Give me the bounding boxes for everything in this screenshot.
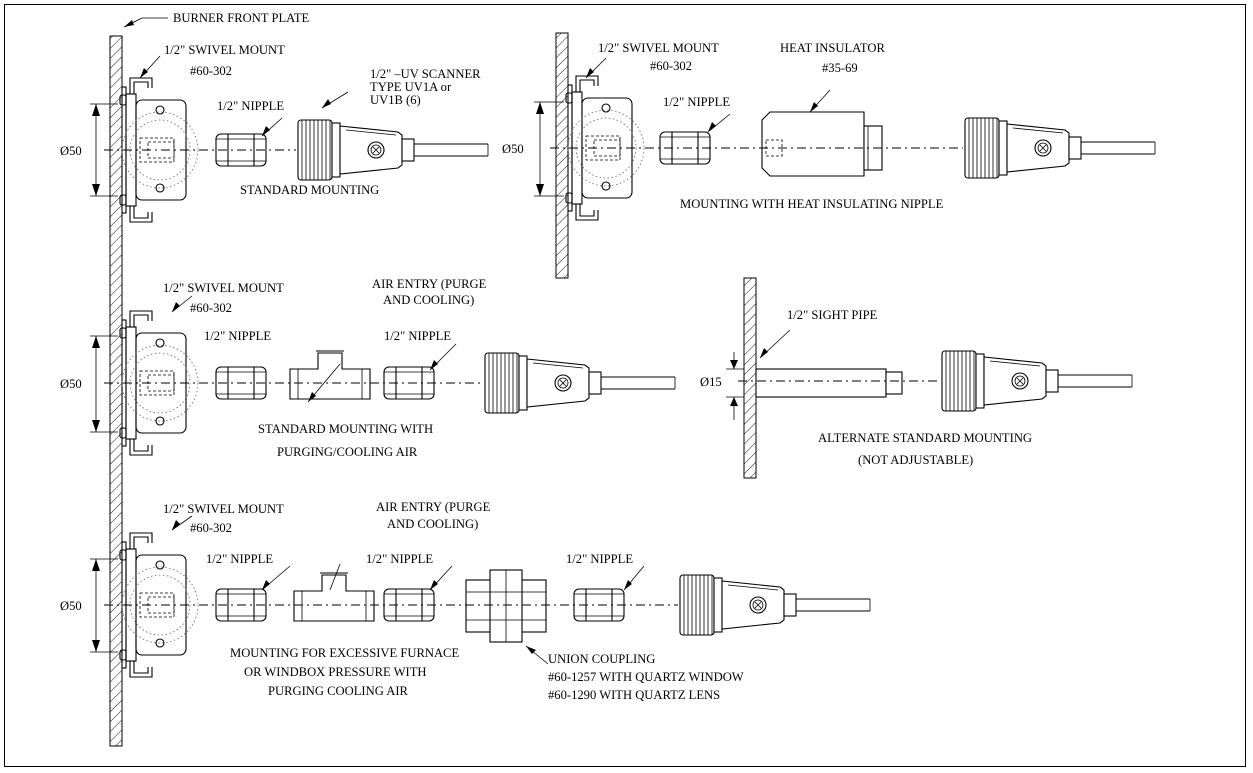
heat-insulator (761, 111, 883, 177)
diameter-label: Ø50 (60, 377, 82, 391)
excessive-mounting-caption-2: OR WINDBOX PRESSURE WITH (244, 665, 427, 679)
swivel-mount-label: 1/2" SWIVEL MOUNT (163, 502, 284, 516)
alternate-mounting-caption-2: (NOT ADJUSTABLE) (858, 453, 973, 467)
excessive-pressure-assembly (90, 515, 871, 678)
swivel-part-label: #60-302 (190, 521, 232, 535)
standard-mounting-assembly (90, 17, 489, 747)
nipple-label: 1/2" NIPPLE (204, 329, 271, 343)
purge-mounting-caption-2: PURGING/COOLING AIR (277, 445, 418, 459)
uv-scanner (941, 350, 1133, 412)
sight-pipe-label: 1/2" SIGHT PIPE (787, 308, 878, 322)
sight-pipe (755, 368, 903, 398)
swivel-mount-label: 1/2" SWIVEL MOUNT (598, 41, 719, 55)
air-entry-label: AIR ENTRY (PURGE (372, 277, 487, 291)
nipple-label: 1/2" NIPPLE (217, 99, 284, 113)
diameter-label: Ø50 (60, 144, 82, 158)
uv-scanner-type-label: TYPE UV1A or (370, 80, 452, 94)
drawing-frame (4, 4, 1246, 767)
air-entry-label-2: AND COOLING) (387, 517, 478, 531)
heat-mounting-caption: MOUNTING WITH HEAT INSULATING NIPPLE (680, 197, 944, 211)
burner-front-plate-label: BURNER FRONT PLATE (173, 11, 310, 25)
excessive-mounting-caption: MOUNTING FOR EXCESSIVE FURNACE (230, 646, 459, 660)
burner-front-plate (743, 277, 757, 479)
nipple-label-3: 1/2" NIPPLE (566, 552, 633, 566)
uv-scanner (297, 119, 489, 181)
alternate-mounting-assembly (726, 277, 1133, 479)
uv-scanner (484, 352, 676, 414)
purge-mounting-caption: STANDARD MOUNTING WITH (258, 422, 433, 436)
diameter-label: Ø15 (700, 375, 722, 389)
uv-scanner (679, 574, 871, 636)
standard-mounting-caption: STANDARD MOUNTING (240, 183, 379, 197)
heat-insulator-part-label: #35-69 (822, 61, 858, 75)
union-coupling (465, 569, 547, 643)
uv-scanner-label: 1/2" –UV SCANNER (370, 67, 481, 81)
nipple-label-2: 1/2" NIPPLE (384, 329, 451, 343)
heat-insulator-label: HEAT INSULATOR (780, 41, 885, 55)
swivel-part-label: #60-302 (190, 301, 232, 315)
nipple-label: 1/2" NIPPLE (663, 95, 730, 109)
burner-front-plate (555, 32, 569, 279)
purge-cooling-assembly (90, 295, 676, 456)
burner-front-plate (109, 35, 123, 747)
air-entry-label-2: AND COOLING) (383, 293, 474, 307)
nipple-label: 1/2" NIPPLE (206, 552, 273, 566)
union-coupling-label: UNION COUPLING (548, 652, 655, 666)
uv-scanner-model-label: UV1B (6) (370, 93, 421, 107)
excessive-mounting-caption-3: PURGING COOLING AIR (268, 684, 409, 698)
uv-scanner (964, 117, 1156, 179)
heat-insulating-assembly (534, 32, 1156, 279)
diameter-label: Ø50 (60, 599, 82, 613)
swivel-part-label: #60-302 (190, 64, 232, 78)
nipple-label-2: 1/2" NIPPLE (366, 552, 433, 566)
swivel-part-label: #60-302 (650, 59, 692, 73)
diameter-label: Ø50 (502, 142, 524, 156)
air-entry-tee (289, 350, 371, 400)
union-lens-label: #60-1290 WITH QUARTZ LENS (548, 688, 720, 702)
union-window-label: #60-1257 WITH QUARTZ WINDOW (548, 670, 744, 684)
swivel-mount-label: 1/2" SWIVEL MOUNT (163, 281, 284, 295)
swivel-mount-label: 1/2" SWIVEL MOUNT (164, 43, 285, 57)
air-entry-label: AIR ENTRY (PURGE (376, 500, 491, 514)
alternate-mounting-caption: ALTERNATE STANDARD MOUNTING (818, 431, 1032, 445)
